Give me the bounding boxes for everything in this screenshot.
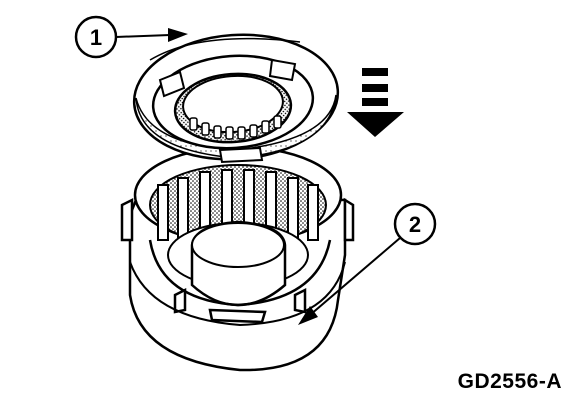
callout-2-label: 2 — [409, 212, 421, 237]
callout-1-label: 1 — [90, 25, 102, 50]
callout-1: 1 — [74, 15, 188, 59]
install-direction-arrow-icon — [347, 68, 404, 137]
thrust-bearing — [132, 33, 340, 164]
figure-id: GD2556-A — [457, 370, 562, 393]
callout-2: 2 — [298, 202, 437, 325]
clutch-housing — [120, 145, 355, 372]
